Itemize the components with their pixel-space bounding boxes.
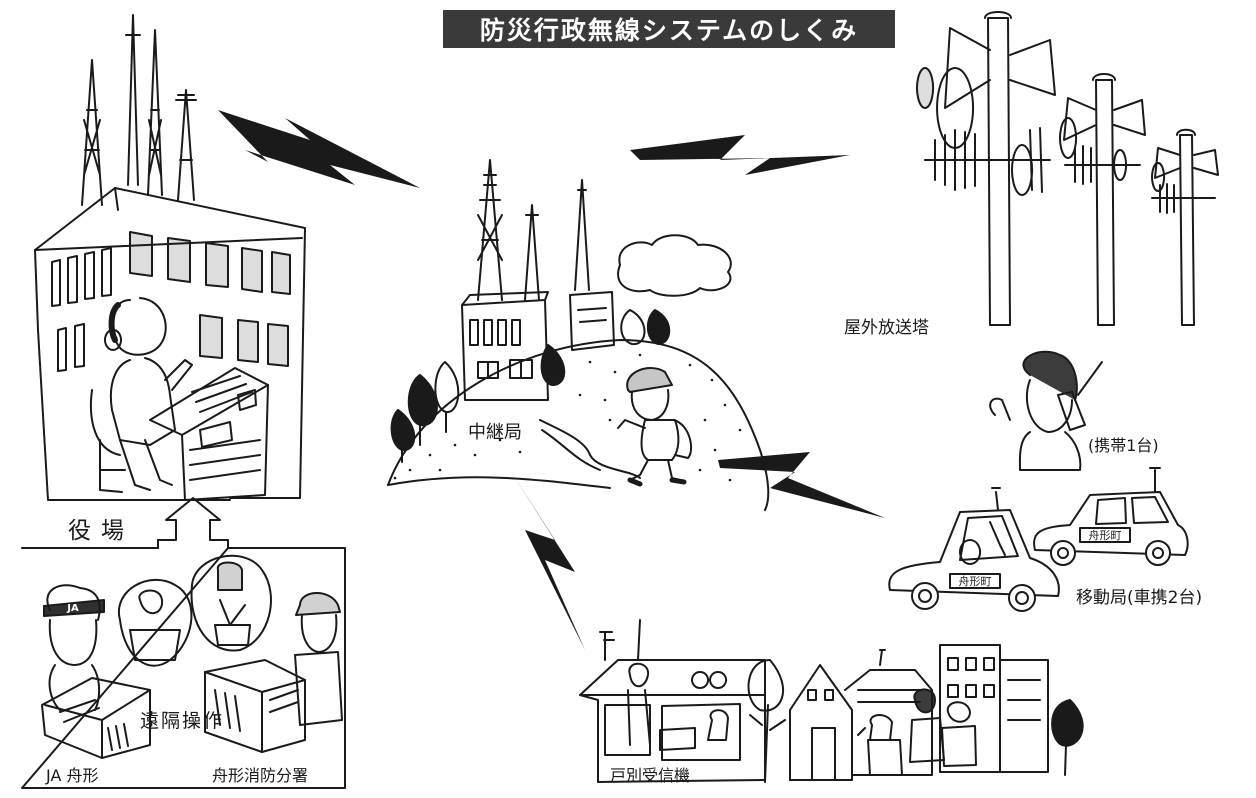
label-household-receiver: 戸別受信機 <box>610 766 691 785</box>
arrow-to-town-hall <box>157 497 229 549</box>
remote-operation-box <box>21 547 346 789</box>
label-mobile-station: 移動局(車携2台) <box>1076 588 1203 608</box>
label-outdoor-tower: 屋外放送塔 <box>844 318 929 338</box>
label-portable: (携帯1台) <box>1088 436 1159 455</box>
signal-bolt-tower-relay <box>630 135 850 175</box>
portable-radio-user <box>989 350 1103 471</box>
outdoor-broadcast-towers <box>916 11 1219 326</box>
signal-bolt-mobile-relay <box>718 452 885 518</box>
diagram-title: 防災行政無線システムのしくみ <box>443 10 895 48</box>
car-front-label: 舟形町 <box>959 574 992 588</box>
label-town-hall: 役場 <box>68 518 134 544</box>
town-hall-building <box>34 14 306 501</box>
town-hall-operator <box>89 297 269 501</box>
signal-bolt-household-relay <box>510 470 585 650</box>
car-back-label: 舟形町 <box>1089 528 1122 542</box>
label-fire-station: 舟形消防分署 <box>212 766 309 785</box>
mobile-car-back <box>1033 467 1189 566</box>
household-receiver-scene <box>579 619 1084 783</box>
signal-bolt-town-relay <box>218 110 420 188</box>
label-ja-funagata: JA 舟形 <box>46 766 99 785</box>
label-remote-operation: 遠隔操作 <box>140 710 225 732</box>
label-relay-station: 中継局 <box>468 422 522 443</box>
relay-station-hill <box>387 159 770 511</box>
ja-cap-badge: JA <box>66 603 79 614</box>
mobile-car-front <box>888 487 1060 612</box>
